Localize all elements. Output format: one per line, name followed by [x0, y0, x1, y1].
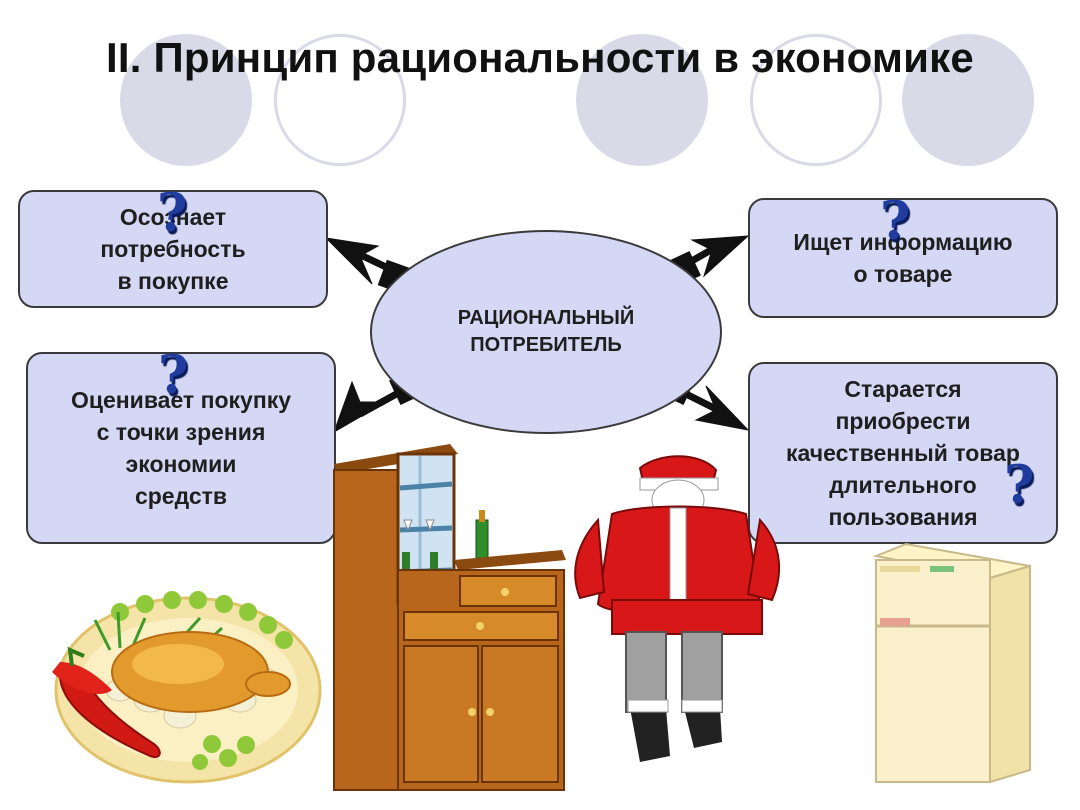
box-quality-goods: Старается приобрести качественный товар … — [748, 362, 1058, 544]
box-evaluates-purchase-text: Оценивает покупку с точки зрения экономи… — [70, 386, 292, 510]
question-mark-icon: ? — [1004, 455, 1035, 516]
deco-circle — [274, 34, 406, 166]
deco-circle — [902, 34, 1034, 166]
question-mark-icon: ? — [880, 191, 911, 252]
box-aware-of-need-text: Осознает потребность в покупке — [100, 203, 246, 295]
deco-circle — [120, 34, 252, 166]
question-mark-icon: ? — [157, 183, 188, 244]
question-mark-icon: ? — [158, 345, 189, 406]
box-evaluates-purchase: Оценивает покупку с точки зрения экономи… — [26, 352, 336, 544]
box-aware-of-need: Осознает потребность в покупке — [18, 190, 328, 308]
box-quality-goods-text: Старается приобрести качественный товар … — [786, 375, 1020, 531]
central-node: РАЦИОНАЛЬНЫЙ ПОТРЕБИТЕЛЬ — [370, 230, 722, 434]
box-seeks-info-text: Ищет информацию о товаре — [793, 228, 1013, 287]
page-title: II. Принцип рациональности в экономике — [106, 34, 974, 81]
deco-circle — [750, 34, 882, 166]
deco-circle — [576, 34, 708, 166]
box-seeks-info: Ищет информацию о товаре — [748, 198, 1058, 318]
central-node-label: РАЦИОНАЛЬНЫЙ ПОТРЕБИТЕЛЬ — [457, 307, 635, 356]
